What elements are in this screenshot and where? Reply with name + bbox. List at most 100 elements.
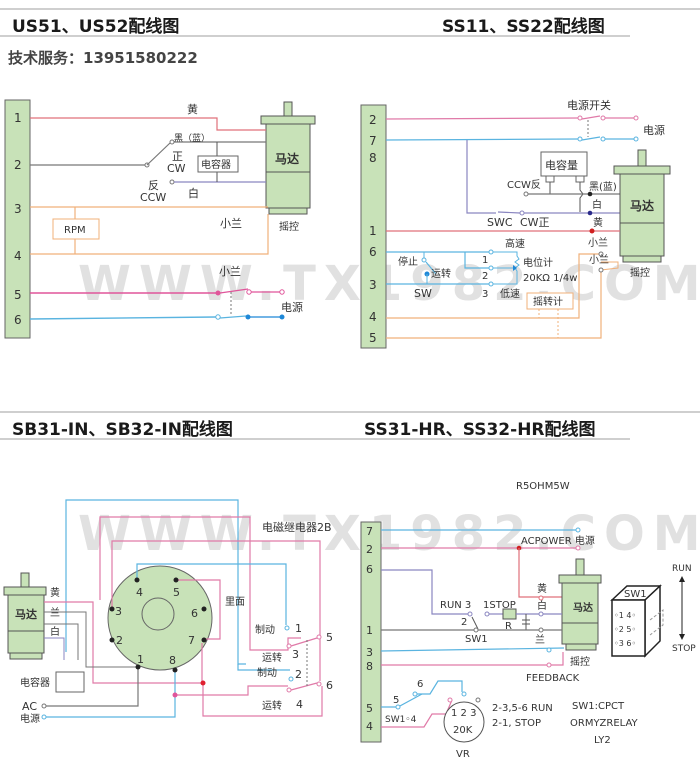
terminal-label: 3 [369,278,377,292]
label-white: 白 [537,599,547,612]
ac-label: AC [22,700,37,713]
relay-pin: 3 [115,605,122,618]
label-white: 白 [188,186,199,200]
label-cw: CW正 [520,216,550,229]
switch-pin: 4 [296,698,303,711]
switch-pin: 5 [326,631,333,644]
title-hr: SS31-HR、SS32-HR配线图 [364,420,596,440]
label-sw1-4: SW1◦4 [385,715,417,725]
terminal-label: 2 [366,543,373,556]
motor-label: 马达 [15,607,37,621]
switch-contact [577,115,583,121]
label-cw-en: CW [167,162,186,175]
terminal-label: 2 [14,158,22,172]
power-switch[interactable] [219,315,247,319]
tacho-label: 摇转计 [533,295,563,308]
motor-label: 马达 [630,198,654,213]
junction [215,290,221,296]
diagram-sb: 电磁继电器2B 马达 黄 兰 白 [3,499,333,725]
vr-label: VR [456,749,470,760]
terminal-block [360,521,382,743]
switch-contact [600,115,606,121]
label-power-switch: 电源开关 [567,98,611,112]
wire-label-yellow: 黄 [187,102,198,116]
label-white: 白 [50,625,60,638]
capacitor-box [197,155,239,173]
wire [381,569,468,615]
capacitor-box [55,671,85,693]
label-two: 2 [461,617,467,628]
label-run3: RUN 3 [440,600,471,611]
capacitor-label: 电容器 [201,158,231,171]
sw-row: ◦2 5◦ [614,625,636,634]
variable-resistor[interactable] [443,701,485,743]
terminal-label: 1 [369,224,377,238]
sw-switch[interactable] [425,261,437,275]
switch-contact [633,136,639,142]
label-five: 5 [393,695,399,706]
wire [518,548,562,598]
label-brake: 制动 [257,666,277,679]
junction [589,228,595,234]
label-r: R [505,621,512,632]
gear-label: 摇控 [630,266,650,279]
label-high: 高速 [505,237,525,250]
wire [380,647,565,652]
switch-lever[interactable] [146,142,171,166]
potentiometer [493,251,520,285]
relay-switch[interactable] [290,682,318,691]
switch-contact [246,289,252,295]
junction [279,314,285,320]
terminal-label: 2 [369,113,377,127]
resistor [502,608,517,620]
note-ly2: LY2 [594,735,611,746]
title-ss: SS11、SS22配线图 [442,17,605,37]
pot-pin-2: 2 [482,271,488,282]
motor-label: 马达 [573,601,593,614]
motor-label: 马达 [275,151,299,166]
sw1-cube: SW1 ◦1 4◦ ◦2 5◦ ◦3 6◦ [610,584,664,658]
terminal-label: 8 [369,151,377,165]
watermark: WWW.TX1982.COM [78,506,700,562]
terminal-label: 1 [366,624,373,637]
swc-switch[interactable] [497,211,521,214]
label-black-blue: 黑（蓝） [174,132,210,144]
service-phone: 技术服务：13951580222 [8,49,198,67]
label-stop: 停止 [398,255,418,268]
wire [29,316,217,320]
power-switch[interactable] [581,136,601,141]
label-blue: 兰 [535,633,545,646]
wire [99,516,301,651]
switch-pin: 1 [295,622,302,635]
sw1-switch[interactable] [471,616,479,630]
gear-label: 摇控 [570,655,590,668]
terminal-label: 7 [369,134,377,148]
wire [46,667,139,707]
wire [111,540,321,681]
header-rule [0,438,630,440]
terminal-label: 4 [14,249,22,263]
wire [386,270,602,339]
label-white: 白 [592,198,602,211]
label-ccw: CCW反 [507,179,541,191]
wire [385,117,579,120]
header-rule [0,8,700,10]
label-xiaolan: 小兰 [588,236,608,249]
wire [381,652,564,666]
label-low: 低速 [500,287,520,300]
label-run: 运转 [431,267,451,280]
diagram-ss: 2 7 8 1 6 3 4 5 电源开关 电源 电容量 CCW反 黑( [360,98,671,349]
label-swc: SWC [487,216,513,229]
relay-switch[interactable] [290,637,318,647]
power-switch[interactable] [219,288,249,294]
header-rule [0,411,700,413]
label-yellow: 黄 [537,582,547,595]
pot-pin-1: 1 [482,255,488,266]
title-sb: SB31-IN、SB32-IN配线图 [12,420,233,440]
terminal-label: 7 [366,525,373,538]
power-switch[interactable] [581,115,601,120]
terminal-label: 4 [366,720,373,733]
wire [175,685,288,696]
switch-contact [577,136,583,142]
